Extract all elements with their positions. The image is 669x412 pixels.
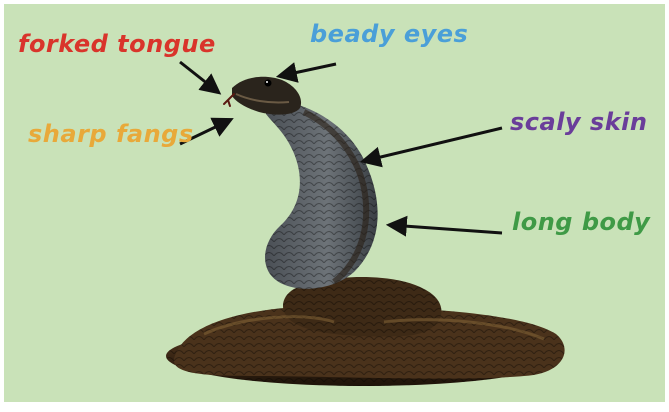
arrow-forked-tongue bbox=[180, 62, 218, 92]
snake-head bbox=[224, 77, 301, 115]
label-forked-tongue: forked tongue bbox=[18, 32, 216, 56]
label-long-body: long body bbox=[512, 210, 650, 234]
snake-coils bbox=[166, 277, 565, 386]
arrow-long-body bbox=[390, 225, 502, 233]
tongue-icon bbox=[224, 94, 234, 106]
label-scaly-skin: scaly skin bbox=[510, 110, 648, 134]
label-beady-eyes: beady eyes bbox=[310, 22, 468, 46]
snake-neck bbox=[265, 100, 378, 289]
arrow-scaly-skin bbox=[364, 128, 502, 161]
bottom-border bbox=[4, 402, 665, 408]
eye-icon bbox=[265, 80, 272, 87]
label-sharp-fangs: sharp fangs bbox=[28, 122, 194, 146]
arrow-beady-eyes bbox=[280, 64, 336, 76]
